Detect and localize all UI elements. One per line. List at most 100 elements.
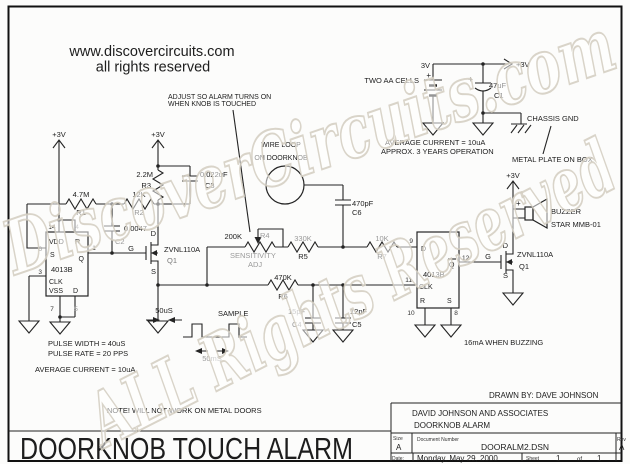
svg-text:R: R — [420, 298, 425, 305]
r3-ref: R3 — [141, 181, 151, 190]
c4-ref: C4 — [292, 320, 302, 329]
r5-value: 330K — [294, 234, 312, 243]
ground-ic2-r — [414, 324, 436, 338]
r4-ref: R4 — [260, 231, 270, 240]
c1-plus: + — [468, 75, 473, 84]
power-arrow-2 — [151, 139, 165, 154]
rail1-label: +3V — [52, 130, 66, 139]
tb-doc-label: Document Number — [417, 437, 459, 443]
svg-text:8: 8 — [454, 310, 458, 317]
adjust-pointer-line — [232, 109, 251, 233]
svg-text:CLK: CLK — [49, 279, 63, 286]
c3-value: 0.022uF — [200, 170, 228, 179]
pulse-rate-note: PULSE RATE = 20 PPS — [48, 349, 128, 358]
tb-size-label: Size — [393, 436, 403, 442]
svg-text:Q: Q — [449, 262, 455, 269]
metal-plate-label: METAL PLATE ON BOX — [512, 155, 593, 164]
bus-3v-label: +3V — [516, 60, 530, 69]
q1b-g-label: G — [485, 252, 491, 261]
sample-waveform — [146, 317, 247, 354]
svg-text:S: S — [447, 298, 452, 305]
svg-text:9: 9 — [409, 238, 413, 245]
ic2-labels: D Q 4013B CLK R S 9 12 11 10 8 — [405, 238, 469, 317]
ic2-body — [416, 231, 460, 309]
c2-ref: C2 — [115, 237, 125, 246]
ground-q2-source — [502, 292, 524, 306]
adjust-note-1: ADJUST SO ALARM TURNS ON — [168, 94, 271, 101]
r5-ref: R5 — [298, 252, 308, 261]
q1b-s-label: S — [503, 271, 508, 280]
q1a-d-label: D — [151, 229, 157, 238]
pulse-50us-label: 50uS — [155, 306, 173, 315]
r2-value: 12K — [132, 190, 145, 199]
svg-text:CLK: CLK — [419, 284, 433, 291]
svg-text:S: S — [50, 252, 55, 259]
svg-text:14: 14 — [48, 224, 56, 231]
ic1-labels: VDD R S Q 4013B CLK VSS D 14 4 6 1 3 7 5 — [38, 224, 96, 313]
q1b-d-label: D — [503, 241, 509, 250]
r1-value: 4.7M — [73, 190, 90, 199]
q1b-part: ZVNL110A — [517, 250, 553, 259]
r6-ref: R6 — [278, 292, 288, 301]
q1a-s-label: S — [151, 267, 156, 276]
svg-text:3: 3 — [38, 269, 42, 276]
tb-rev: A — [619, 443, 625, 452]
svg-text:4: 4 — [75, 224, 79, 231]
approx-years: APPROX. 3 YEARS OPERATION — [381, 147, 494, 156]
sense-wires — [158, 184, 417, 330]
c4-value: 15pF — [288, 307, 306, 316]
chassis-gnd-label: CHASSIS GND — [527, 114, 579, 123]
tb-date: Monday, May 29, 2000 — [417, 454, 498, 463]
tb-sheet: 1 — [556, 454, 561, 463]
power-arrow-1 — [52, 139, 66, 154]
r7-value: 10K — [375, 234, 388, 243]
svg-text:4013B: 4013B — [423, 270, 445, 279]
svg-text:12: 12 — [462, 255, 470, 262]
buzzer-part: STAR MMB-01 — [551, 220, 601, 229]
c2-value: 0.0047 — [124, 224, 147, 233]
svg-text:7: 7 — [50, 306, 54, 313]
c3-ref: C3 — [205, 181, 215, 190]
ground-clk — [18, 320, 40, 334]
r2-ref: R2 — [134, 208, 144, 217]
ic1-body — [45, 231, 89, 297]
sensitivity-label: SENSITIVITY — [230, 251, 276, 260]
tb-sheet-total: 1 — [597, 454, 602, 463]
pot-wiper-arrow — [254, 237, 262, 244]
wire-loop-label-1: WIRE LOOP — [261, 142, 301, 149]
svg-text:11: 11 — [405, 277, 412, 284]
page-border — [7, 5, 623, 462]
r1-ref: R1 — [76, 208, 86, 217]
battery-plus: + — [426, 71, 431, 80]
battery-voltage: 3V — [421, 61, 430, 70]
c6-value: 470pF — [352, 199, 374, 208]
svg-text:4013B: 4013B — [51, 265, 73, 274]
r4-value: 200K — [224, 232, 242, 241]
r3-value: 2.2M — [136, 170, 153, 179]
sample-label: SAMPLE — [218, 309, 248, 318]
c1-value: 47uF — [489, 81, 507, 90]
q1a-ref: Q1 — [167, 256, 177, 265]
svg-text:D: D — [421, 246, 426, 253]
svg-text:D: D — [73, 288, 78, 295]
site-url: www.discovercircuits.com — [68, 44, 234, 60]
title-block: DAVID JOHNSON AND ASSOCIATES DOORKNOB AL… — [390, 402, 626, 463]
buzzing-note: 16mA WHEN BUZZING — [464, 338, 543, 347]
svg-text:1: 1 — [92, 245, 96, 252]
svg-text:VSS: VSS — [49, 288, 63, 295]
q1a-part: ZVNL110A — [164, 245, 200, 254]
tb-of: of — [577, 457, 582, 463]
svg-text:5: 5 — [74, 306, 78, 313]
svg-text:10: 10 — [407, 310, 415, 317]
svg-text:Q: Q — [79, 256, 85, 263]
tb-company: DAVID JOHNSON AND ASSOCIATES — [412, 409, 548, 418]
tb-rev-label: Rev — [617, 437, 626, 443]
buzzer-plus: + — [516, 199, 521, 208]
wire-loop-label-2: ON DOORKNOB — [254, 155, 308, 162]
ground-ic2-s — [440, 324, 462, 338]
pulse-width-note: PULSE WIDTH = 40uS — [48, 339, 125, 348]
r7-ref: R7 — [377, 252, 387, 261]
ground-q1-source — [147, 320, 169, 334]
q1b-ref: Q1 — [519, 262, 529, 271]
